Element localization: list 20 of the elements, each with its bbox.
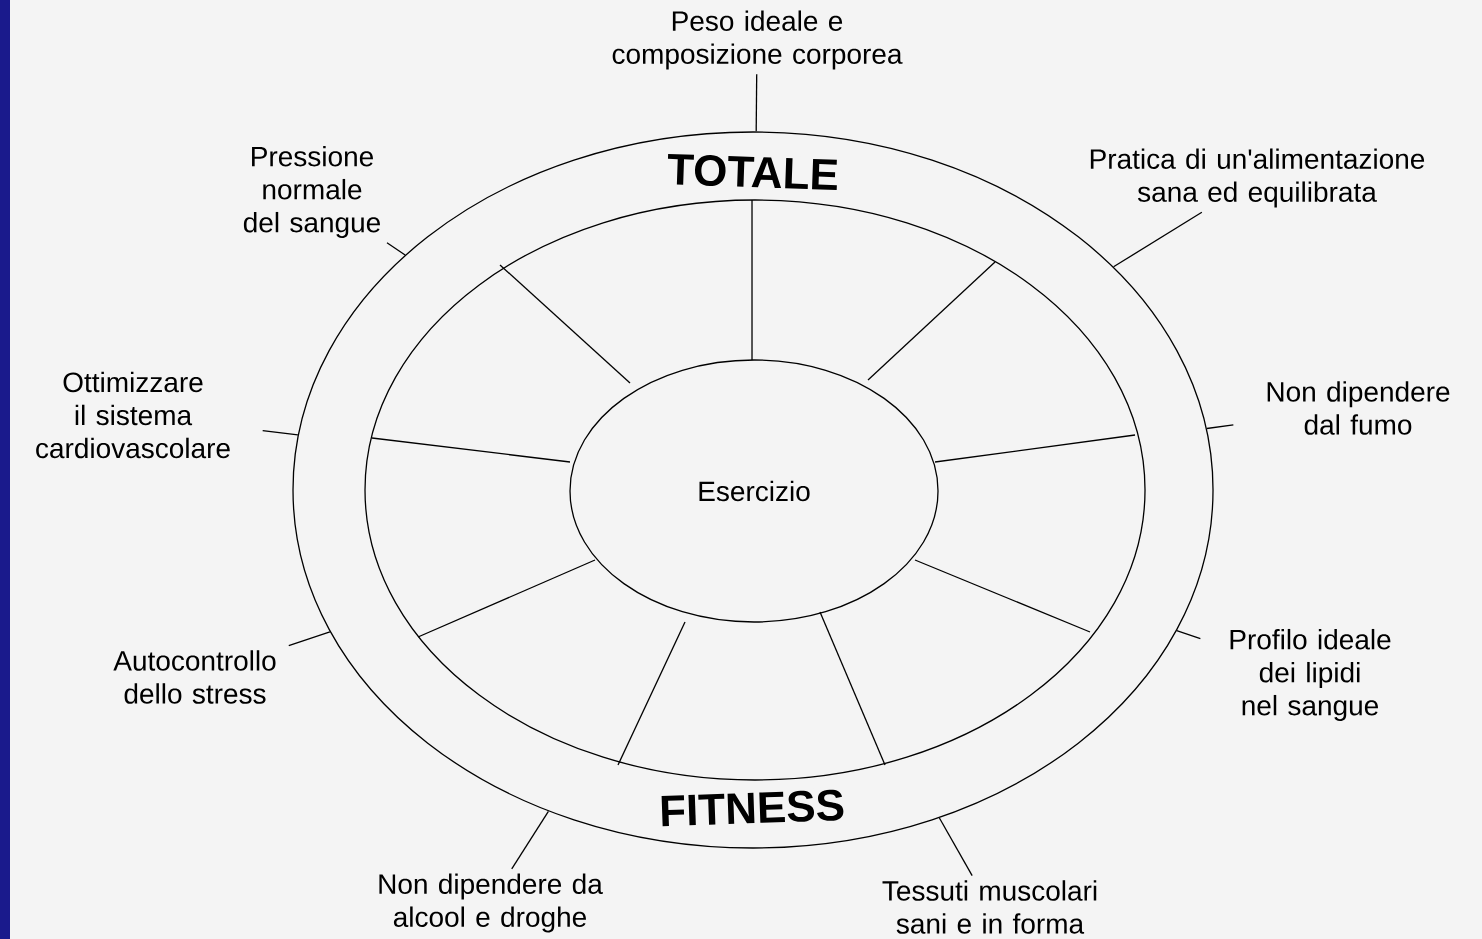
leader-line	[511, 810, 550, 870]
outcome-label: Ottimizzare il sistema cardiovascolare	[36, 371, 230, 459]
leader-line	[1112, 211, 1203, 268]
outcome-label: Autocontrollo dello stress	[113, 650, 276, 704]
outcome-label: Pratica di un'alimentazione sana ed equilibrata	[1090, 148, 1425, 208]
outcome-label: Tessuti muscolari sani e in forma	[882, 880, 1097, 934]
outcome-label: Profilo ideale dei lipidi nel sangue	[1230, 628, 1391, 722]
leader-line	[288, 631, 331, 647]
leader-line	[386, 242, 406, 256]
outcome-label: Pressione normale del sangue	[243, 145, 380, 239]
outcome-label: Non dipendere da alcool e droghe	[379, 873, 603, 933]
leader-line	[262, 430, 299, 436]
ring-title: FITNESS	[656, 787, 848, 829]
leader-line	[1206, 424, 1234, 430]
leader-line	[755, 73, 758, 132]
outcome-label: Peso ideale e composizione corporea	[612, 10, 903, 70]
ring-title: TOTALE	[664, 151, 842, 193]
leader-line	[938, 817, 973, 877]
leader-line	[1176, 630, 1201, 640]
outcome-label: Non dipendere dal fumo	[1267, 381, 1450, 435]
